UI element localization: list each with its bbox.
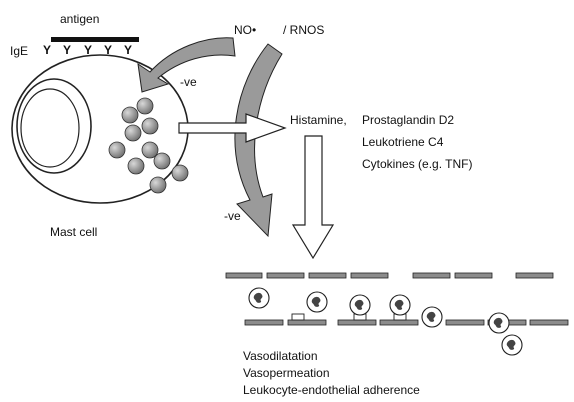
ige-label: IgE xyxy=(10,44,28,58)
negative-effect-label-bottom: -ve xyxy=(224,209,241,223)
mediator-cytokines: Cytokines (e.g. TNF) xyxy=(362,157,472,171)
endothelium-upper xyxy=(225,272,554,279)
effect-leukocyte-adherence: Leukocyte-endothelial adherence xyxy=(243,383,420,397)
leukocyte xyxy=(421,306,443,328)
endothelial-cell xyxy=(244,319,284,326)
endothelial-cell xyxy=(379,319,419,326)
endothelial-cell xyxy=(454,272,493,279)
granule xyxy=(136,97,154,115)
ige-receptor: Y xyxy=(124,43,132,57)
endothelial-cell xyxy=(337,319,377,326)
ige-receptor: Y xyxy=(43,43,51,57)
endothelial-cell xyxy=(350,272,389,279)
ige-receptor: Y xyxy=(63,43,71,57)
endothelial-cell xyxy=(225,272,263,279)
no-feedback-arrow-upper xyxy=(137,37,236,93)
granule xyxy=(124,124,142,142)
ige-receptor: Y xyxy=(84,43,92,57)
leukocyte xyxy=(349,294,371,316)
leukocytes xyxy=(248,287,523,356)
adhesion-contacts xyxy=(291,313,407,321)
granule xyxy=(141,117,159,135)
granule xyxy=(121,106,139,124)
no-label: NO• xyxy=(234,23,256,37)
endothelial-cell xyxy=(445,319,485,326)
mediator-leukotriene: Leukotriene C4 xyxy=(362,135,444,149)
leukocyte xyxy=(501,334,523,356)
mediator-histamine: Histamine, xyxy=(290,113,347,127)
rnos-label: / RNOS xyxy=(283,23,324,37)
granule xyxy=(141,141,159,159)
granules xyxy=(108,97,189,194)
endothelial-cell xyxy=(308,272,347,279)
no-feedback-arrow-lower xyxy=(234,43,283,238)
antigen-label: antigen xyxy=(60,12,99,26)
vascular-effect-arrow xyxy=(291,135,335,260)
endothelial-cell xyxy=(529,319,569,326)
effect-vasodilatation: Vasodilatation xyxy=(243,349,318,363)
adhesion-contact xyxy=(291,313,305,321)
ige-receptors: Y Y Y Y Y xyxy=(43,43,132,57)
mediator-release-arrow xyxy=(178,113,287,143)
leukocyte xyxy=(248,287,270,309)
granule xyxy=(149,176,167,194)
leukocyte xyxy=(488,312,510,334)
mediator-prostaglandin: Prostaglandin D2 xyxy=(362,113,454,127)
effect-vasopermeation: Vasopermeation xyxy=(243,366,330,380)
granule xyxy=(108,141,126,159)
endothelial-cell xyxy=(412,272,451,279)
endothelial-cell xyxy=(287,319,327,326)
endothelial-cell xyxy=(515,272,554,279)
endothelium-lower xyxy=(244,319,569,326)
antigen-bar xyxy=(51,37,139,42)
leukocyte xyxy=(389,294,411,316)
leukocyte xyxy=(306,291,328,313)
endothelial-cell xyxy=(266,272,305,279)
granule xyxy=(127,157,145,175)
granule xyxy=(171,164,189,182)
mast-cell-label: Mast cell xyxy=(50,225,97,239)
ige-receptor: Y xyxy=(104,43,112,57)
negative-effect-label-top: -ve xyxy=(180,75,197,89)
granule xyxy=(153,152,171,170)
mast-cell-nucleus-inner xyxy=(20,88,80,168)
